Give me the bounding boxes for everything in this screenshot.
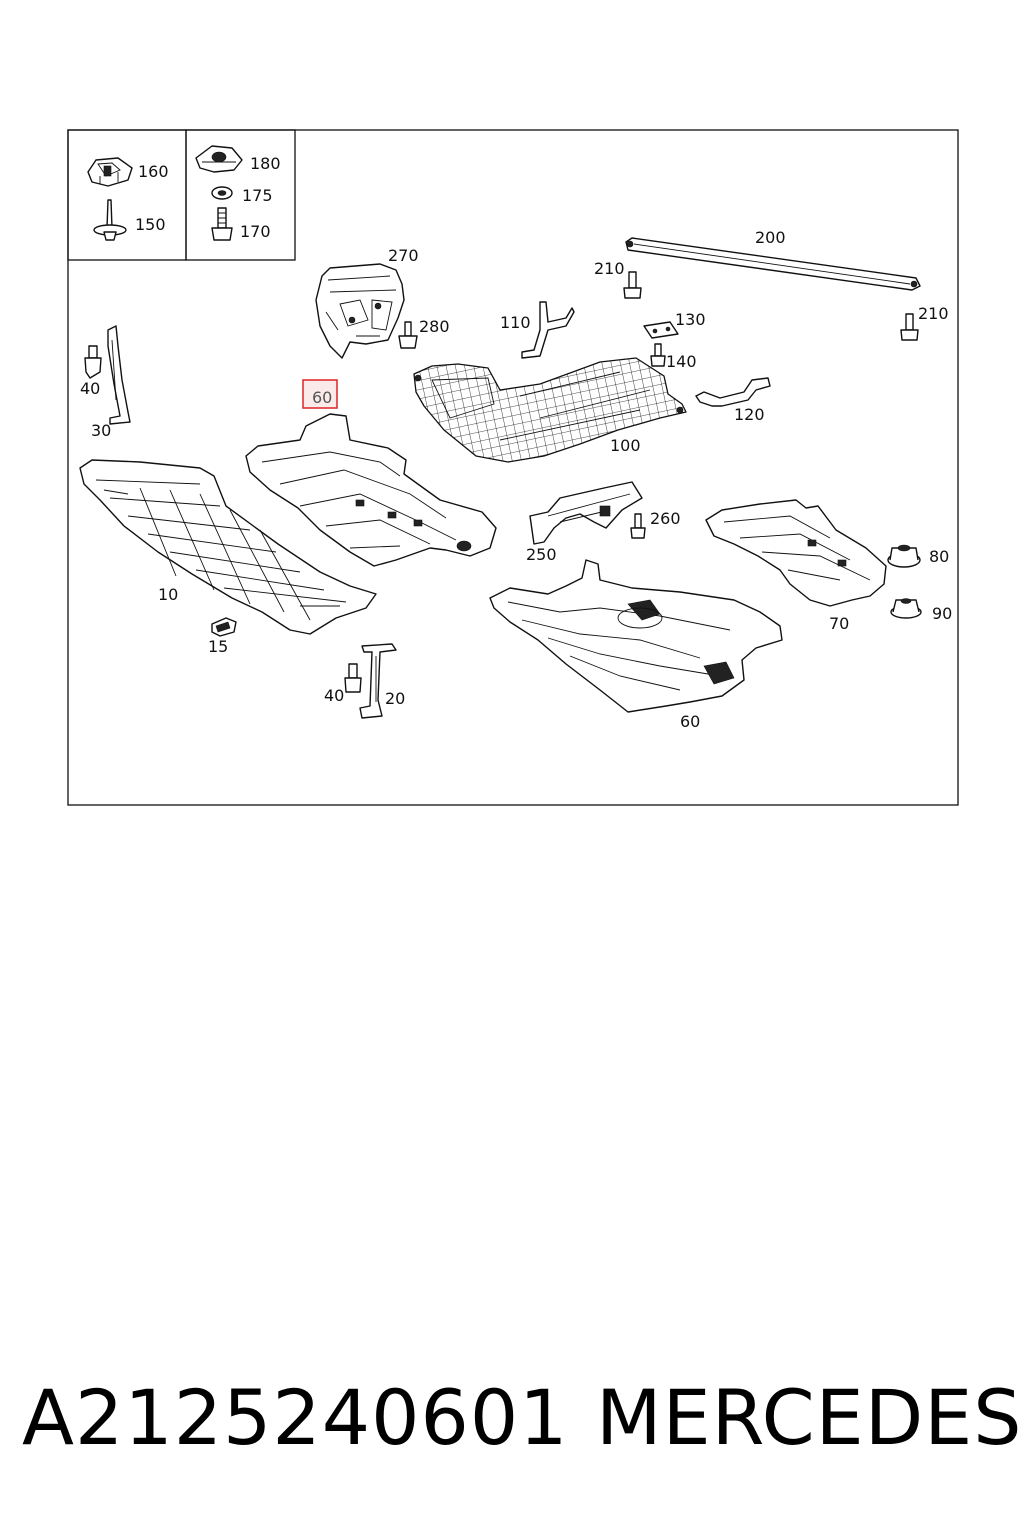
part-200-strut[interactable]: [625, 237, 921, 291]
label-15: 15: [208, 637, 228, 656]
label-160: 160: [138, 162, 169, 181]
label-270: 270: [388, 246, 419, 265]
part-250-bracket[interactable]: [529, 481, 643, 545]
part-10-front-shield[interactable]: [79, 459, 377, 635]
part-60-underbody-panel-front[interactable]: [245, 413, 497, 567]
part-100-engine-shield[interactable]: [413, 357, 687, 463]
part-40-bolt-top[interactable]: [84, 345, 102, 379]
label-10: 10: [158, 585, 178, 604]
part-110-bracket[interactable]: [521, 301, 575, 359]
label-280: 280: [419, 317, 450, 336]
part-15-clip[interactable]: [211, 617, 237, 637]
label-40-top: 40: [80, 379, 100, 398]
label-110: 110: [500, 313, 531, 332]
part-60-underbody-panel-rear[interactable]: [489, 559, 783, 713]
label-70: 70: [829, 614, 849, 633]
part-270-bracket[interactable]: [315, 263, 405, 359]
label-20: 20: [385, 689, 405, 708]
label-120: 120: [734, 405, 765, 424]
part-120-bracket[interactable]: [695, 377, 771, 407]
part-210-bolt-right[interactable]: [900, 313, 919, 341]
part-260-bolt[interactable]: [630, 513, 646, 539]
label-60-highlight: 60: [312, 388, 332, 407]
part-90-grommet[interactable]: [890, 598, 922, 619]
label-175: 175: [242, 186, 273, 205]
label-30: 30: [91, 421, 111, 440]
label-180: 180: [250, 154, 281, 173]
label-60: 60: [680, 712, 700, 731]
label-170: 170: [240, 222, 271, 241]
part-number: A2125240601: [22, 1373, 569, 1462]
part-210-bolt-left[interactable]: [623, 271, 642, 299]
part-180-clip[interactable]: [195, 145, 243, 173]
label-210-right: 210: [918, 304, 949, 323]
part-130-plate[interactable]: [643, 321, 679, 339]
part-30-bracket[interactable]: [107, 325, 131, 425]
fastener-box-2: [185, 129, 296, 261]
parts-diagram: 160 150 180 175 170 270 280 110 200 210 …: [67, 129, 959, 806]
label-250: 250: [526, 545, 557, 564]
part-170-bolt[interactable]: [211, 207, 233, 241]
footer: A2125240601 MERCEDES: [0, 1372, 1024, 1472]
label-40-bottom: 40: [324, 686, 344, 705]
label-80: 80: [929, 547, 949, 566]
part-60-highlight-box[interactable]: [302, 379, 338, 409]
label-130: 130: [675, 310, 706, 329]
label-210-left: 210: [594, 259, 625, 278]
brand-name: MERCEDES: [596, 1373, 1023, 1462]
label-150: 150: [135, 215, 166, 234]
diagram-frame: [67, 129, 959, 806]
part-40-bolt-bottom[interactable]: [344, 663, 362, 693]
label-90: 90: [932, 604, 952, 623]
label-140: 140: [666, 352, 697, 371]
label-260: 260: [650, 509, 681, 528]
part-20-bracket[interactable]: [359, 643, 397, 719]
part-140-bolt[interactable]: [650, 343, 666, 367]
part-80-mount[interactable]: [887, 544, 921, 568]
part-280-bolt[interactable]: [398, 321, 418, 349]
part-175-washer[interactable]: [211, 186, 233, 200]
part-160-clip-nut[interactable]: [87, 157, 133, 187]
label-100: 100: [610, 436, 641, 455]
label-200: 200: [755, 228, 786, 247]
part-150-push-rivet[interactable]: [93, 199, 127, 241]
part-70-side-panel[interactable]: [705, 499, 887, 607]
fastener-box-1: [67, 129, 187, 261]
